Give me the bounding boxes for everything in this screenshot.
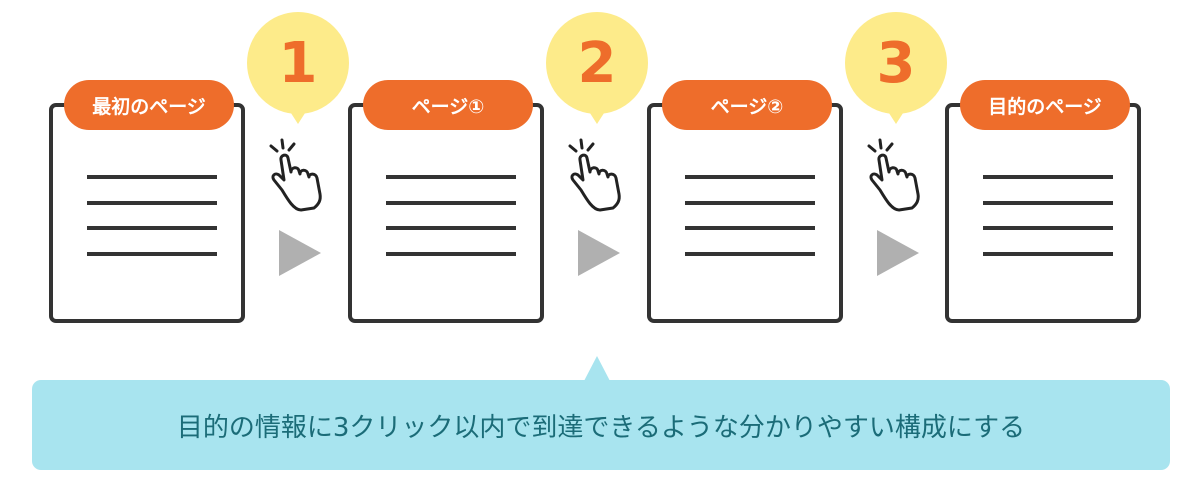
text-line	[386, 226, 516, 230]
page-card-page-2	[647, 103, 843, 323]
note-callout: 目的の情報に3クリック以内で到達できるような分かりやすい構成にする	[32, 380, 1170, 470]
step-number: 2	[577, 30, 617, 96]
pointing-hand-click-icon	[568, 138, 621, 212]
text-line	[983, 201, 1113, 205]
triangle-right-icon	[578, 230, 620, 276]
pointing-hand-click-icon	[269, 138, 322, 212]
text-line	[983, 175, 1113, 179]
text-line	[685, 175, 815, 179]
step-number-badge: 2	[546, 12, 648, 124]
page-label-page-2: ページ②	[662, 80, 832, 130]
text-line	[87, 201, 217, 205]
page-label-target: 目的のページ	[960, 80, 1130, 130]
text-line	[386, 175, 516, 179]
text-line	[983, 226, 1113, 230]
text-line	[386, 201, 516, 205]
page-card-page-1	[348, 103, 544, 323]
text-line	[87, 226, 217, 230]
note-text: 目的の情報に3クリック以内で到達できるような分かりやすい構成にする	[176, 412, 1026, 443]
text-line	[685, 226, 815, 230]
pointing-hand-click-icon	[867, 138, 920, 212]
text-line	[87, 252, 217, 256]
text-line	[685, 252, 815, 256]
text-line	[386, 252, 516, 256]
step-number-badge: 1	[247, 12, 349, 124]
page-card-first	[49, 103, 245, 323]
step-number: 3	[876, 30, 916, 96]
text-line	[87, 175, 217, 179]
page-label-page-1: ページ①	[363, 80, 533, 130]
step-number: 1	[278, 30, 318, 96]
text-line	[685, 201, 815, 205]
step-number-badge: 3	[845, 12, 947, 124]
text-line	[983, 252, 1113, 256]
triangle-right-icon	[877, 230, 919, 276]
page-label-first: 最初のページ	[64, 80, 234, 130]
note-pointer	[584, 356, 610, 381]
triangle-right-icon	[279, 230, 321, 276]
page-card-target	[945, 103, 1141, 323]
